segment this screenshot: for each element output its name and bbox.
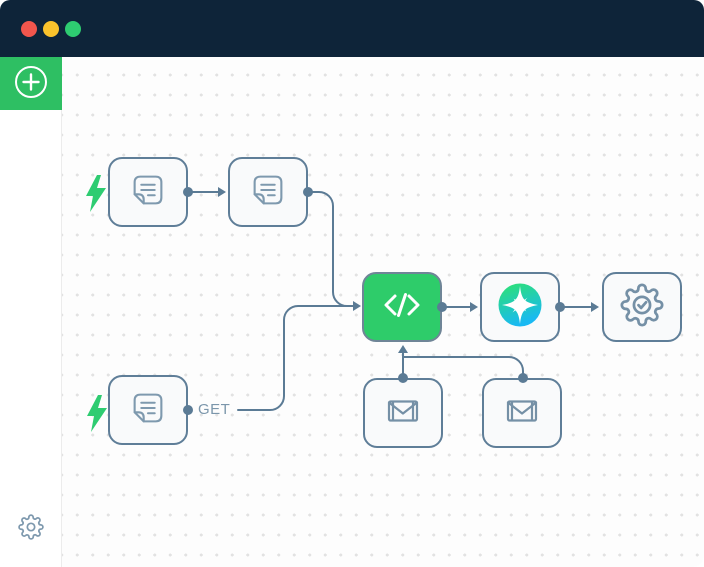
connection-label-get: GET — [198, 401, 231, 418]
sidebar — [0, 57, 62, 567]
node-ai-spark[interactable] — [480, 272, 560, 342]
trigger-bolt-icons — [86, 175, 107, 432]
note-icon — [127, 169, 169, 216]
titlebar — [0, 0, 704, 57]
zoom-button[interactable] — [65, 20, 81, 37]
note-icon — [247, 169, 289, 216]
spark-icon — [496, 281, 544, 334]
node-mail-2[interactable] — [482, 378, 562, 448]
gear-icon[interactable] — [17, 514, 44, 545]
node-code[interactable] — [362, 272, 442, 342]
gmail-icon — [500, 389, 544, 438]
node-note-2[interactable] — [228, 157, 308, 227]
node-mail-1[interactable] — [363, 378, 443, 448]
node-note-1[interactable] — [108, 157, 188, 227]
note-icon — [127, 387, 169, 434]
gmail-icon — [381, 389, 425, 438]
close-button[interactable] — [21, 20, 37, 37]
add-node-button[interactable] — [0, 57, 62, 110]
node-settings-check[interactable] — [602, 272, 682, 342]
node-note-3[interactable] — [108, 375, 188, 445]
gear-check-icon — [620, 282, 664, 332]
code-icon — [380, 283, 424, 332]
plus-circle-icon — [14, 65, 48, 102]
minimize-button[interactable] — [43, 20, 59, 37]
workflow-canvas[interactable]: GET — [62, 57, 704, 567]
